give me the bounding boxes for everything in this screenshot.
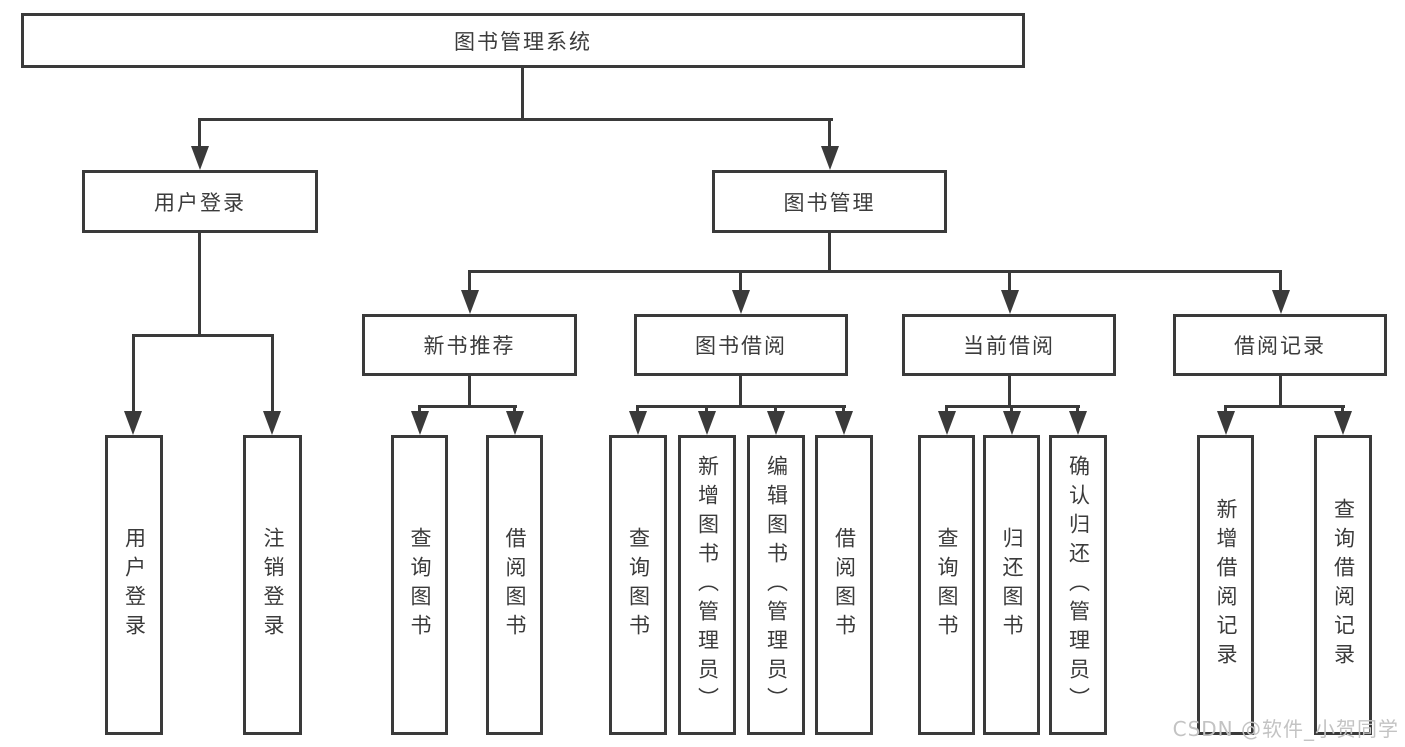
leaf-logout: 注销登录 xyxy=(243,435,302,735)
leaf-newbooks-search-label: 查询图书 xyxy=(408,527,432,643)
leaf-borrowing-add: 新增图书（管理员） xyxy=(678,435,736,735)
connector-current-drop-2 xyxy=(1010,407,1013,413)
arrowhead-icon xyxy=(124,411,142,435)
node-new-books-label: 新书推荐 xyxy=(423,334,516,358)
connector-new-books-stem xyxy=(468,374,471,408)
connector-borrowing-drop-3 xyxy=(774,407,777,413)
arrowhead-icon xyxy=(263,411,281,435)
arrowhead-icon xyxy=(461,290,479,314)
connector-records-drop-1 xyxy=(1224,407,1227,413)
connector-book-mgmt-drop-2 xyxy=(739,272,742,292)
leaf-borrowing-edit-label: 编辑图书（管理员） xyxy=(764,454,789,716)
connector-book-mgmt-rail xyxy=(468,270,1282,273)
node-borrow-records-label: 借阅记录 xyxy=(1234,334,1326,358)
arrowhead-icon xyxy=(938,411,956,435)
leaf-borrowing-borrow-label: 借阅图书 xyxy=(832,527,857,643)
node-user-login-branch-label: 用户登录 xyxy=(154,190,246,215)
connector-records-drop-2 xyxy=(1341,407,1344,413)
node-book-mgmt-branch-label: 图书管理 xyxy=(783,190,876,215)
node-borrowing-label: 图书借阅 xyxy=(695,334,787,358)
arrowhead-icon xyxy=(835,411,853,435)
connector-records-stem xyxy=(1279,374,1282,408)
connector-current-drop-3 xyxy=(1076,407,1079,413)
arrowhead-icon xyxy=(821,146,839,170)
leaf-current-search-label: 查询图书 xyxy=(935,527,959,643)
leaf-user-login-label: 用户登录 xyxy=(122,527,147,643)
arrowhead-icon xyxy=(1001,290,1019,314)
leaf-borrowing-search-label: 查询图书 xyxy=(626,527,651,643)
leaf-newbooks-borrow-label: 借阅图书 xyxy=(503,527,527,643)
connector-root-drop-left xyxy=(198,120,201,148)
connector-root-stem xyxy=(521,67,524,118)
connector-current-drop-1 xyxy=(945,407,948,413)
node-root-system: 图书管理系统 xyxy=(21,13,1025,68)
arrowhead-icon xyxy=(767,411,785,435)
connector-user-login-drop-1 xyxy=(132,336,135,413)
connector-book-mgmt-drop-1 xyxy=(468,272,471,292)
node-book-mgmt-branch: 图书管理 xyxy=(712,170,947,233)
arrowhead-icon xyxy=(1334,411,1352,435)
connector-user-login-drop-2 xyxy=(271,336,274,413)
leaf-borrowing-search: 查询图书 xyxy=(609,435,667,735)
leaf-user-login: 用户登录 xyxy=(105,435,163,735)
leaf-borrowing-edit: 编辑图书（管理员） xyxy=(747,435,805,735)
leaf-records-search: 查询借阅记录 xyxy=(1314,435,1372,735)
arrowhead-icon xyxy=(1069,411,1087,435)
connector-borrowing-drop-2 xyxy=(705,407,708,413)
connector-current-rail xyxy=(945,405,1080,408)
connector-current-stem xyxy=(1008,374,1011,408)
node-new-books: 新书推荐 xyxy=(362,314,577,376)
connector-root-drop-right xyxy=(828,120,831,148)
connector-book-mgmt-drop-3 xyxy=(1008,272,1011,292)
connector-borrowing-rail xyxy=(636,405,846,408)
connector-new-books-drop-2 xyxy=(513,407,516,413)
node-borrow-records: 借阅记录 xyxy=(1173,314,1387,376)
connector-borrowing-stem xyxy=(739,374,742,408)
connector-new-books-rail xyxy=(418,405,517,408)
node-borrowing: 图书借阅 xyxy=(634,314,848,376)
arrowhead-icon xyxy=(506,411,524,435)
csdn-watermark: CSDN @软件_小贺同学 xyxy=(1172,717,1399,741)
connector-borrowing-drop-4 xyxy=(842,407,845,413)
leaf-logout-label: 注销登录 xyxy=(261,527,285,643)
connector-new-books-drop-1 xyxy=(418,407,421,413)
connector-borrowing-drop-1 xyxy=(636,407,639,413)
connector-user-login-rail xyxy=(132,334,274,337)
leaf-records-add: 新增借阅记录 xyxy=(1197,435,1254,735)
leaf-current-confirm: 确认归还（管理员） xyxy=(1049,435,1107,735)
node-root-label: 图书管理系统 xyxy=(454,29,592,54)
leaf-borrowing-borrow: 借阅图书 xyxy=(815,435,873,735)
connector-records-rail xyxy=(1224,405,1345,408)
node-current-borrow-label: 当前借阅 xyxy=(963,334,1055,358)
leaf-newbooks-search: 查询图书 xyxy=(391,435,448,735)
leaf-records-search-label: 查询借阅记录 xyxy=(1331,498,1356,672)
leaf-records-add-label: 新增借阅记录 xyxy=(1214,498,1238,672)
arrowhead-icon xyxy=(629,411,647,435)
connector-root-rail xyxy=(198,118,833,121)
leaf-newbooks-borrow: 借阅图书 xyxy=(486,435,543,735)
leaf-current-search: 查询图书 xyxy=(918,435,975,735)
node-user-login-branch: 用户登录 xyxy=(82,170,318,233)
connector-book-mgmt-stem xyxy=(828,233,831,273)
arrowhead-icon xyxy=(1217,411,1235,435)
node-current-borrow: 当前借阅 xyxy=(902,314,1116,376)
leaf-current-return: 归还图书 xyxy=(983,435,1040,735)
leaf-current-return-label: 归还图书 xyxy=(1000,527,1024,643)
leaf-current-confirm-label: 确认归还（管理员） xyxy=(1066,454,1091,716)
arrowhead-icon xyxy=(1272,290,1290,314)
arrowhead-icon xyxy=(1003,411,1021,435)
arrowhead-icon xyxy=(191,146,209,170)
connector-user-login-stem xyxy=(198,232,201,336)
arrowhead-icon xyxy=(698,411,716,435)
arrowhead-icon xyxy=(411,411,429,435)
arrowhead-icon xyxy=(732,290,750,314)
connector-book-mgmt-drop-4 xyxy=(1279,272,1282,292)
leaf-borrowing-add-label: 新增图书（管理员） xyxy=(695,454,720,716)
